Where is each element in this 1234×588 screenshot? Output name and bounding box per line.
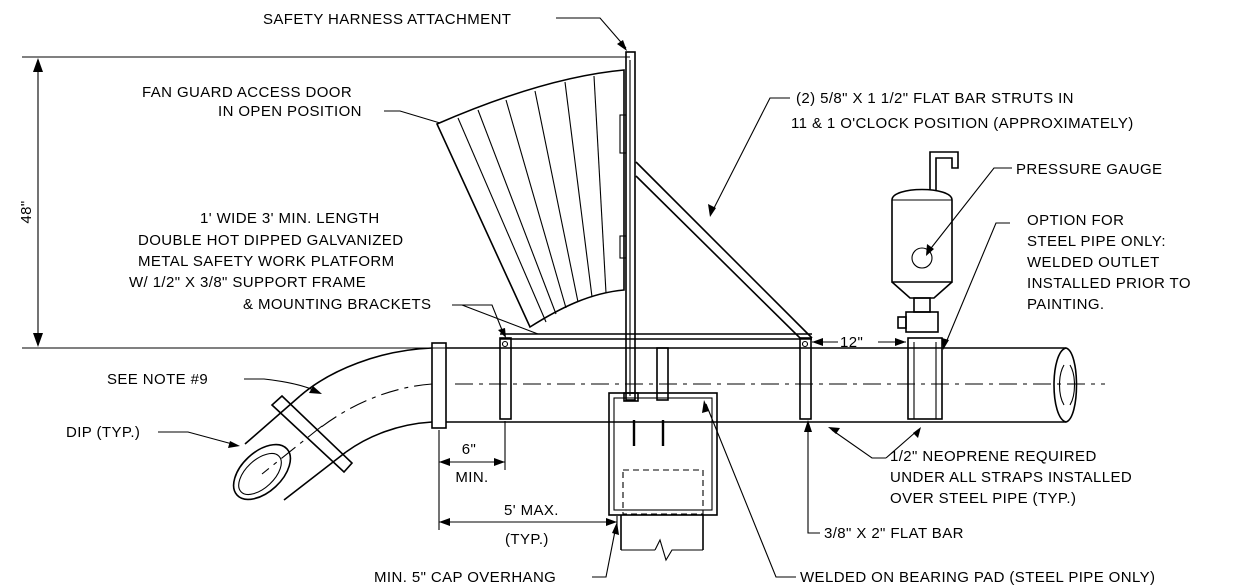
height-dimension-text: 48" <box>18 200 35 223</box>
label-platform-line4: W/ 1/2" X 3/8" SUPPORT FRAME <box>129 274 366 291</box>
label-option-line5: PAINTING. <box>1027 296 1105 313</box>
pipe-straps <box>499 337 943 420</box>
callout-labels: SAFETY HARNESS ATTACHMENT FAN GUARD ACCE… <box>66 11 1191 586</box>
six-inch-text: 6" <box>462 441 476 458</box>
five-foot-text: 5' MAX. <box>504 502 559 519</box>
label-dip: DIP (TYP.) <box>66 424 140 441</box>
label-cap-overhang: MIN. 5" CAP OVERHANG <box>374 569 556 586</box>
label-platform-line2: DOUBLE HOT DIPPED GALVANIZED <box>138 232 403 249</box>
label-option-line1: OPTION FOR <box>1027 212 1124 229</box>
flat-bar-strut <box>635 161 813 339</box>
work-platform <box>500 333 812 340</box>
main-pipe <box>446 347 1105 423</box>
label-option-line3: WELDED OUTLET <box>1027 254 1160 271</box>
pipe-flange <box>431 342 447 429</box>
label-neoprene-line2: UNDER ALL STRAPS INSTALLED <box>890 469 1132 486</box>
label-struts-line2: 11 & 1 O'CLOCK POSITION (APPROXIMATELY) <box>791 115 1134 132</box>
label-see-note: SEE NOTE #9 <box>107 371 208 388</box>
pipe-bend <box>232 347 433 501</box>
label-pressure-gauge: PRESSURE GAUGE <box>1016 161 1162 178</box>
label-fan-guard-line1: FAN GUARD ACCESS DOOR <box>142 84 352 101</box>
support-cap <box>608 347 718 562</box>
label-harness: SAFETY HARNESS ATTACHMENT <box>263 11 511 28</box>
label-flat-bar: 3/8" X 2" FLAT BAR <box>824 525 964 542</box>
five-foot-typ-text: (TYP.) <box>505 531 549 548</box>
label-fan-guard-line2: IN OPEN POSITION <box>218 103 362 120</box>
six-inch-min-text: MIN. <box>455 469 488 486</box>
label-platform-line5: & MOUNTING BRACKETS <box>243 296 431 313</box>
label-platform-line3: METAL SAFETY WORK PLATFORM <box>138 253 395 270</box>
label-struts-line1: (2) 5/8" X 1 1/2" FLAT BAR STRUTS IN <box>796 90 1074 107</box>
twelve-inch-text: 12" <box>840 334 863 351</box>
leader-lines <box>158 17 1012 578</box>
label-neoprene-line1: 1/2" NEOPRENE REQUIRED <box>890 448 1097 465</box>
five-foot-dimension: 5' MAX. (TYP.) <box>439 502 618 548</box>
label-neoprene-line3: OVER STEEL PIPE (TYP.) <box>890 490 1076 507</box>
six-inch-dimension: 6" MIN. <box>438 421 506 530</box>
fan-guard-door <box>435 69 625 329</box>
pressure-gauge-assembly <box>891 151 959 333</box>
label-option-line2: STEEL PIPE ONLY: <box>1027 233 1166 250</box>
label-platform-line1: 1' WIDE 3' MIN. LENGTH <box>200 210 380 227</box>
label-bearing-pad: WELDED ON BEARING PAD (STEEL PIPE ONLY) <box>800 569 1155 586</box>
label-option-line4: INSTALLED PRIOR TO <box>1027 275 1191 292</box>
twelve-inch-dimension: 12" <box>812 334 906 351</box>
